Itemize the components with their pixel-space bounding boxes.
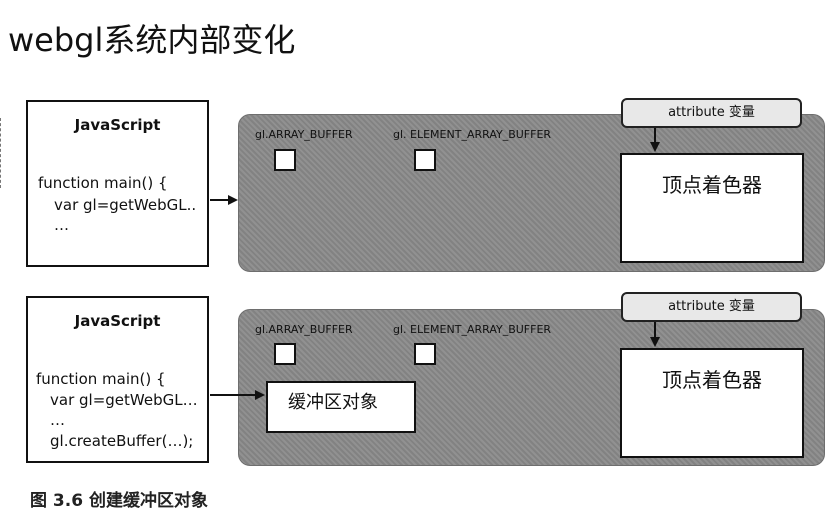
code-line: function main() { [36,370,166,388]
page-title: webgl系统内部变化 [8,21,296,59]
element-array-buffer-slot [414,149,436,171]
code-line: … [50,411,65,429]
javascript-title: JavaScript [74,116,161,134]
javascript-box-1: JavaScript function main() { var gl=getW… [26,100,209,267]
javascript-box-2: JavaScript function main() { var gl=getW… [26,296,209,463]
vertex-shader-label: 顶点着色器 [662,368,762,392]
vertex-shader-box: 顶点着色器 [620,153,804,263]
webgl-system-area-1: gl.ARRAY_BUFFER gl. ELEMENT_ARRAY_BUFFER… [238,114,825,272]
element-array-buffer-slot [414,343,436,365]
vertex-shader-box: 顶点着色器 [620,348,804,458]
code-line: … [54,216,69,234]
buffer-object-box: 缓冲区对象 [266,381,416,433]
element-array-buffer-label: gl. ELEMENT_ARRAY_BUFFER [393,128,552,141]
code-line: gl.createBuffer(…); [50,432,194,450]
javascript-title: JavaScript [74,312,161,330]
webgl-system-area-2: gl.ARRAY_BUFFER gl. ELEMENT_ARRAY_BUFFER… [238,309,825,466]
code-line: var gl=getWebGL… [50,391,198,409]
element-array-buffer-label: gl. ELEMENT_ARRAY_BUFFER [393,323,552,336]
vertex-shader-label: 顶点着色器 [662,173,762,197]
attribute-variable-box: attribute 变量 [621,98,802,128]
code-line: function main() { [38,174,168,192]
attribute-variable-box: attribute 变量 [621,292,802,322]
figure-caption: 图 3.6 创建缓冲区对象 [30,491,208,511]
array-buffer-label: gl.ARRAY_BUFFER [255,323,353,336]
array-buffer-slot [274,343,296,365]
margin-marker [0,118,3,188]
code-line: var gl=getWebGL.. [54,196,197,214]
array-buffer-slot [274,149,296,171]
array-buffer-label: gl.ARRAY_BUFFER [255,128,353,141]
